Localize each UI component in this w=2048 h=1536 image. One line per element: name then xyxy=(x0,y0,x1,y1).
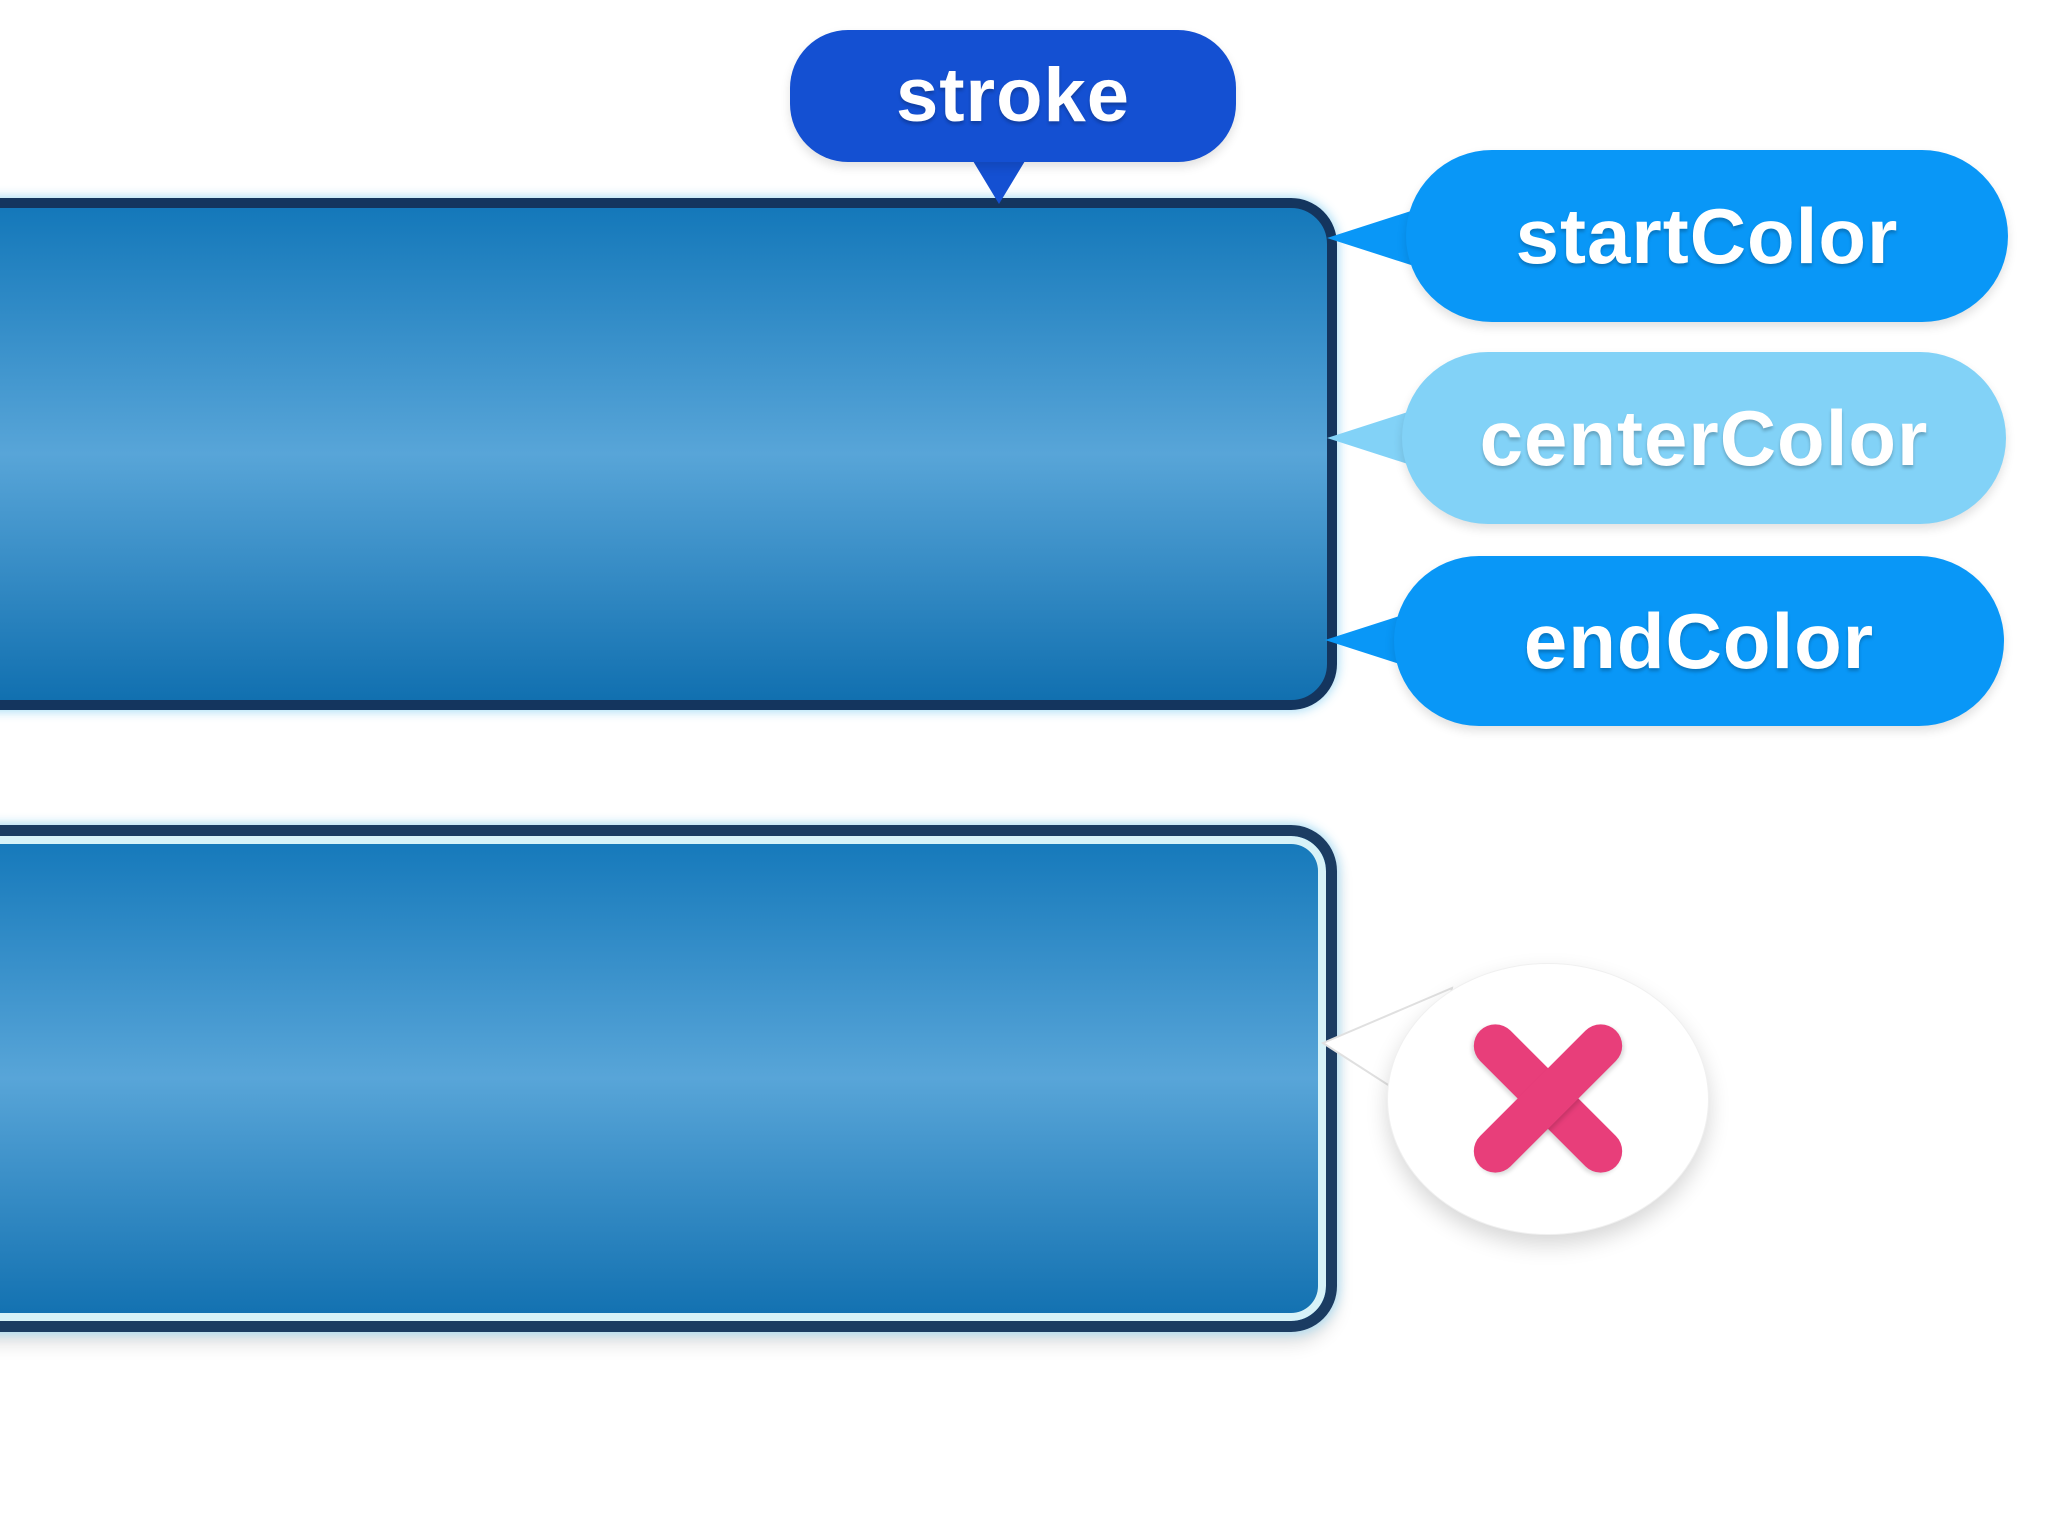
centercolor-callout-label: centerColor xyxy=(1479,394,1929,482)
endcolor-callout-label: endColor xyxy=(1523,597,1875,685)
gradient-button-incorrect xyxy=(0,825,1337,1332)
centercolor-callout-bubble: centerColor xyxy=(1402,352,2006,524)
stroke-callout-label: stroke xyxy=(895,53,1131,138)
error-balloon xyxy=(1387,963,1709,1235)
startcolor-callout-tail xyxy=(1327,211,1411,265)
endcolor-callout-bubble: endColor xyxy=(1394,556,2004,726)
stroke-callout-bubble: stroke xyxy=(790,30,1236,162)
centercolor-callout-tail xyxy=(1327,411,1411,465)
startcolor-callout-label: startColor xyxy=(1515,192,1899,280)
stroke-callout-tail xyxy=(970,156,1028,204)
gradient-button-correct xyxy=(0,198,1337,710)
startcolor-callout-bubble: startColor xyxy=(1406,150,2008,322)
